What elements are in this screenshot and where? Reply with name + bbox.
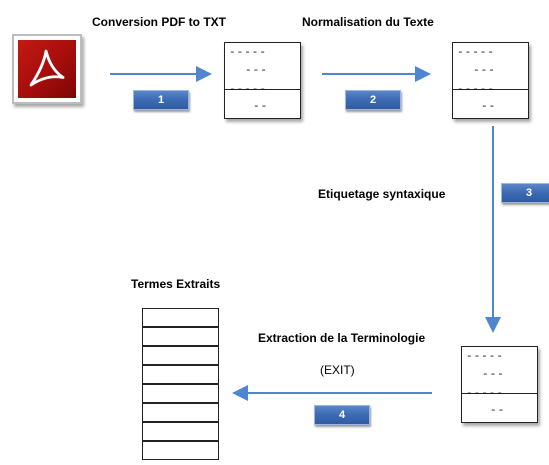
step-label-conversion: Conversion PDF to TXT — [92, 15, 227, 29]
step-label-etiquetage: Etiquetage syntaxique — [318, 187, 446, 201]
doc-line: ----- — [466, 388, 505, 400]
doc-line: -- — [481, 101, 497, 113]
doc-line: ----- — [466, 351, 505, 363]
doc-line: --- — [245, 65, 268, 77]
step-label-exit: (EXIT) — [320, 363, 355, 377]
step-label-extraction: Extraction de la Terminologie — [258, 331, 426, 345]
step-badge-3: 3 — [501, 183, 549, 203]
doc-line: ----- — [229, 84, 268, 96]
step-badge-2: 2 — [345, 90, 401, 110]
list-icon-termes — [142, 308, 221, 460]
doc-line: --- — [482, 369, 505, 381]
step-label-normalisation: Normalisation du Texte — [302, 15, 434, 29]
pdf-icon — [12, 34, 82, 104]
doc-line: --- — [473, 65, 496, 77]
step-badge-1: 1 — [133, 90, 189, 110]
step-label-termes: Termes Extraits — [131, 277, 221, 291]
doc-line: -- — [253, 101, 269, 113]
doc-line: ----- — [457, 84, 496, 96]
doc-line: -- — [490, 405, 506, 417]
doc-line: ----- — [457, 47, 496, 59]
document-icon-normalisation-input: ----- --- ----- -- — [224, 42, 301, 119]
document-icon-normalised: ----- --- ----- -- — [452, 42, 529, 119]
document-icon-tagged: ----- --- ----- -- — [461, 346, 538, 423]
step-badge-4: 4 — [314, 405, 370, 425]
doc-line: ----- — [229, 47, 268, 59]
